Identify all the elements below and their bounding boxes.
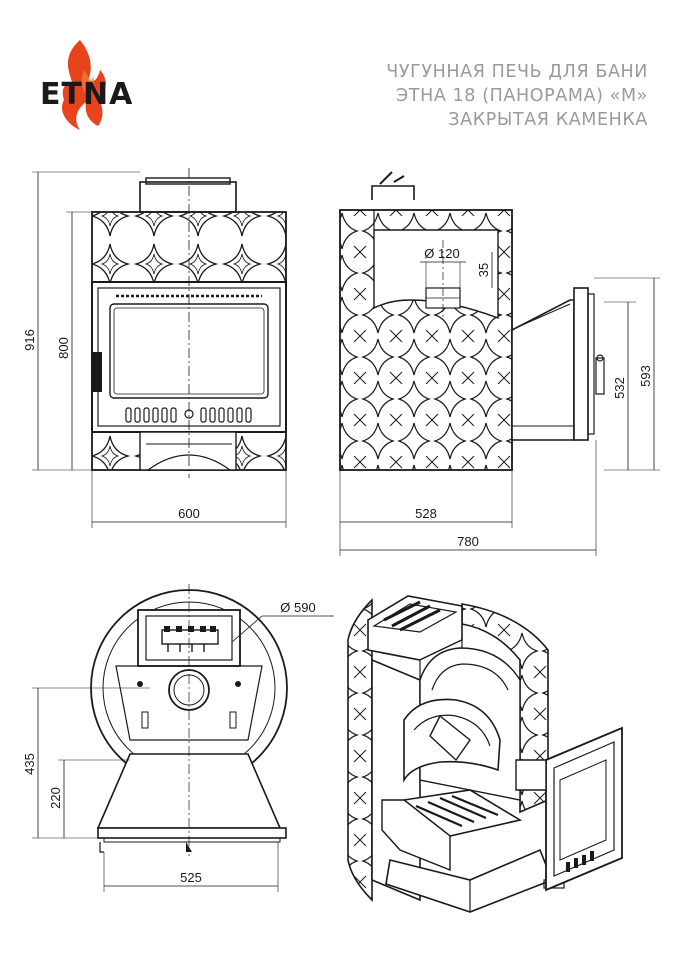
dim-525: 525 — [180, 870, 202, 885]
isometric-cutaway-view — [347, 595, 623, 913]
dim-220: 220 — [48, 787, 63, 809]
title-line-1: ЧУГУННАЯ ПЕЧЬ ДЛЯ БАНИ — [386, 62, 648, 82]
dim-600: 600 — [178, 506, 200, 521]
side-view: Ø 120 35 532 593 528 — [339, 171, 660, 556]
dim-916: 916 — [22, 329, 37, 351]
dim-435: 435 — [22, 753, 37, 775]
logo-text: ETNA — [40, 77, 133, 112]
title-line-3: ЗАКРЫТАЯ КАМЕНКА — [448, 110, 648, 130]
dim-590: Ø 590 — [280, 600, 315, 615]
front-view: 916 800 600 — [22, 168, 287, 528]
etna-logo: ETNA — [40, 40, 133, 130]
dim-35: 35 — [476, 263, 491, 277]
dim-528: 528 — [415, 506, 437, 521]
dim-pipe-diameter: Ø 120 — [424, 246, 459, 261]
title-line-2: ЭТНА 18 (ПАНОРАМА) «М» — [395, 86, 648, 106]
dim-800: 800 — [56, 337, 71, 359]
top-view: Ø 590 435 220 525 — [22, 584, 334, 892]
dim-780: 780 — [457, 534, 479, 549]
dim-532: 532 — [612, 377, 627, 399]
dim-593: 593 — [638, 365, 653, 387]
